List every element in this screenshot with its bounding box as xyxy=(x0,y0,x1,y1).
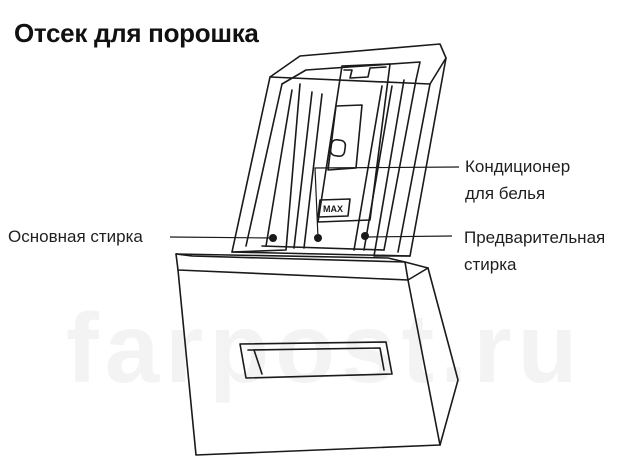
softener-label-line2: для белья xyxy=(465,184,546,203)
main-wash-leader xyxy=(169,236,274,239)
max-marker xyxy=(317,198,351,218)
drawer-front-side xyxy=(407,267,459,446)
drawer-right-wall xyxy=(373,57,447,257)
compartment-divider-left xyxy=(293,91,313,249)
prewash-label-line1: Предварительная xyxy=(464,228,606,247)
drawer-left-wall xyxy=(231,76,301,253)
prewash-dot xyxy=(361,232,369,240)
softener-leader xyxy=(314,166,460,239)
page-title: Отсек для порошка xyxy=(14,18,259,48)
main-wash-label: Основная стирка xyxy=(8,227,143,246)
drawer-back-inner xyxy=(281,61,421,85)
drawer-front-panel xyxy=(177,269,441,456)
prewash-label-line2: стирка xyxy=(464,255,517,274)
drawer-handle xyxy=(239,341,393,379)
softener-label-line1: Кондиционер xyxy=(465,157,571,176)
softener-insert xyxy=(317,63,391,223)
prewash-leader xyxy=(364,235,453,238)
max-label: MAX xyxy=(323,204,343,214)
